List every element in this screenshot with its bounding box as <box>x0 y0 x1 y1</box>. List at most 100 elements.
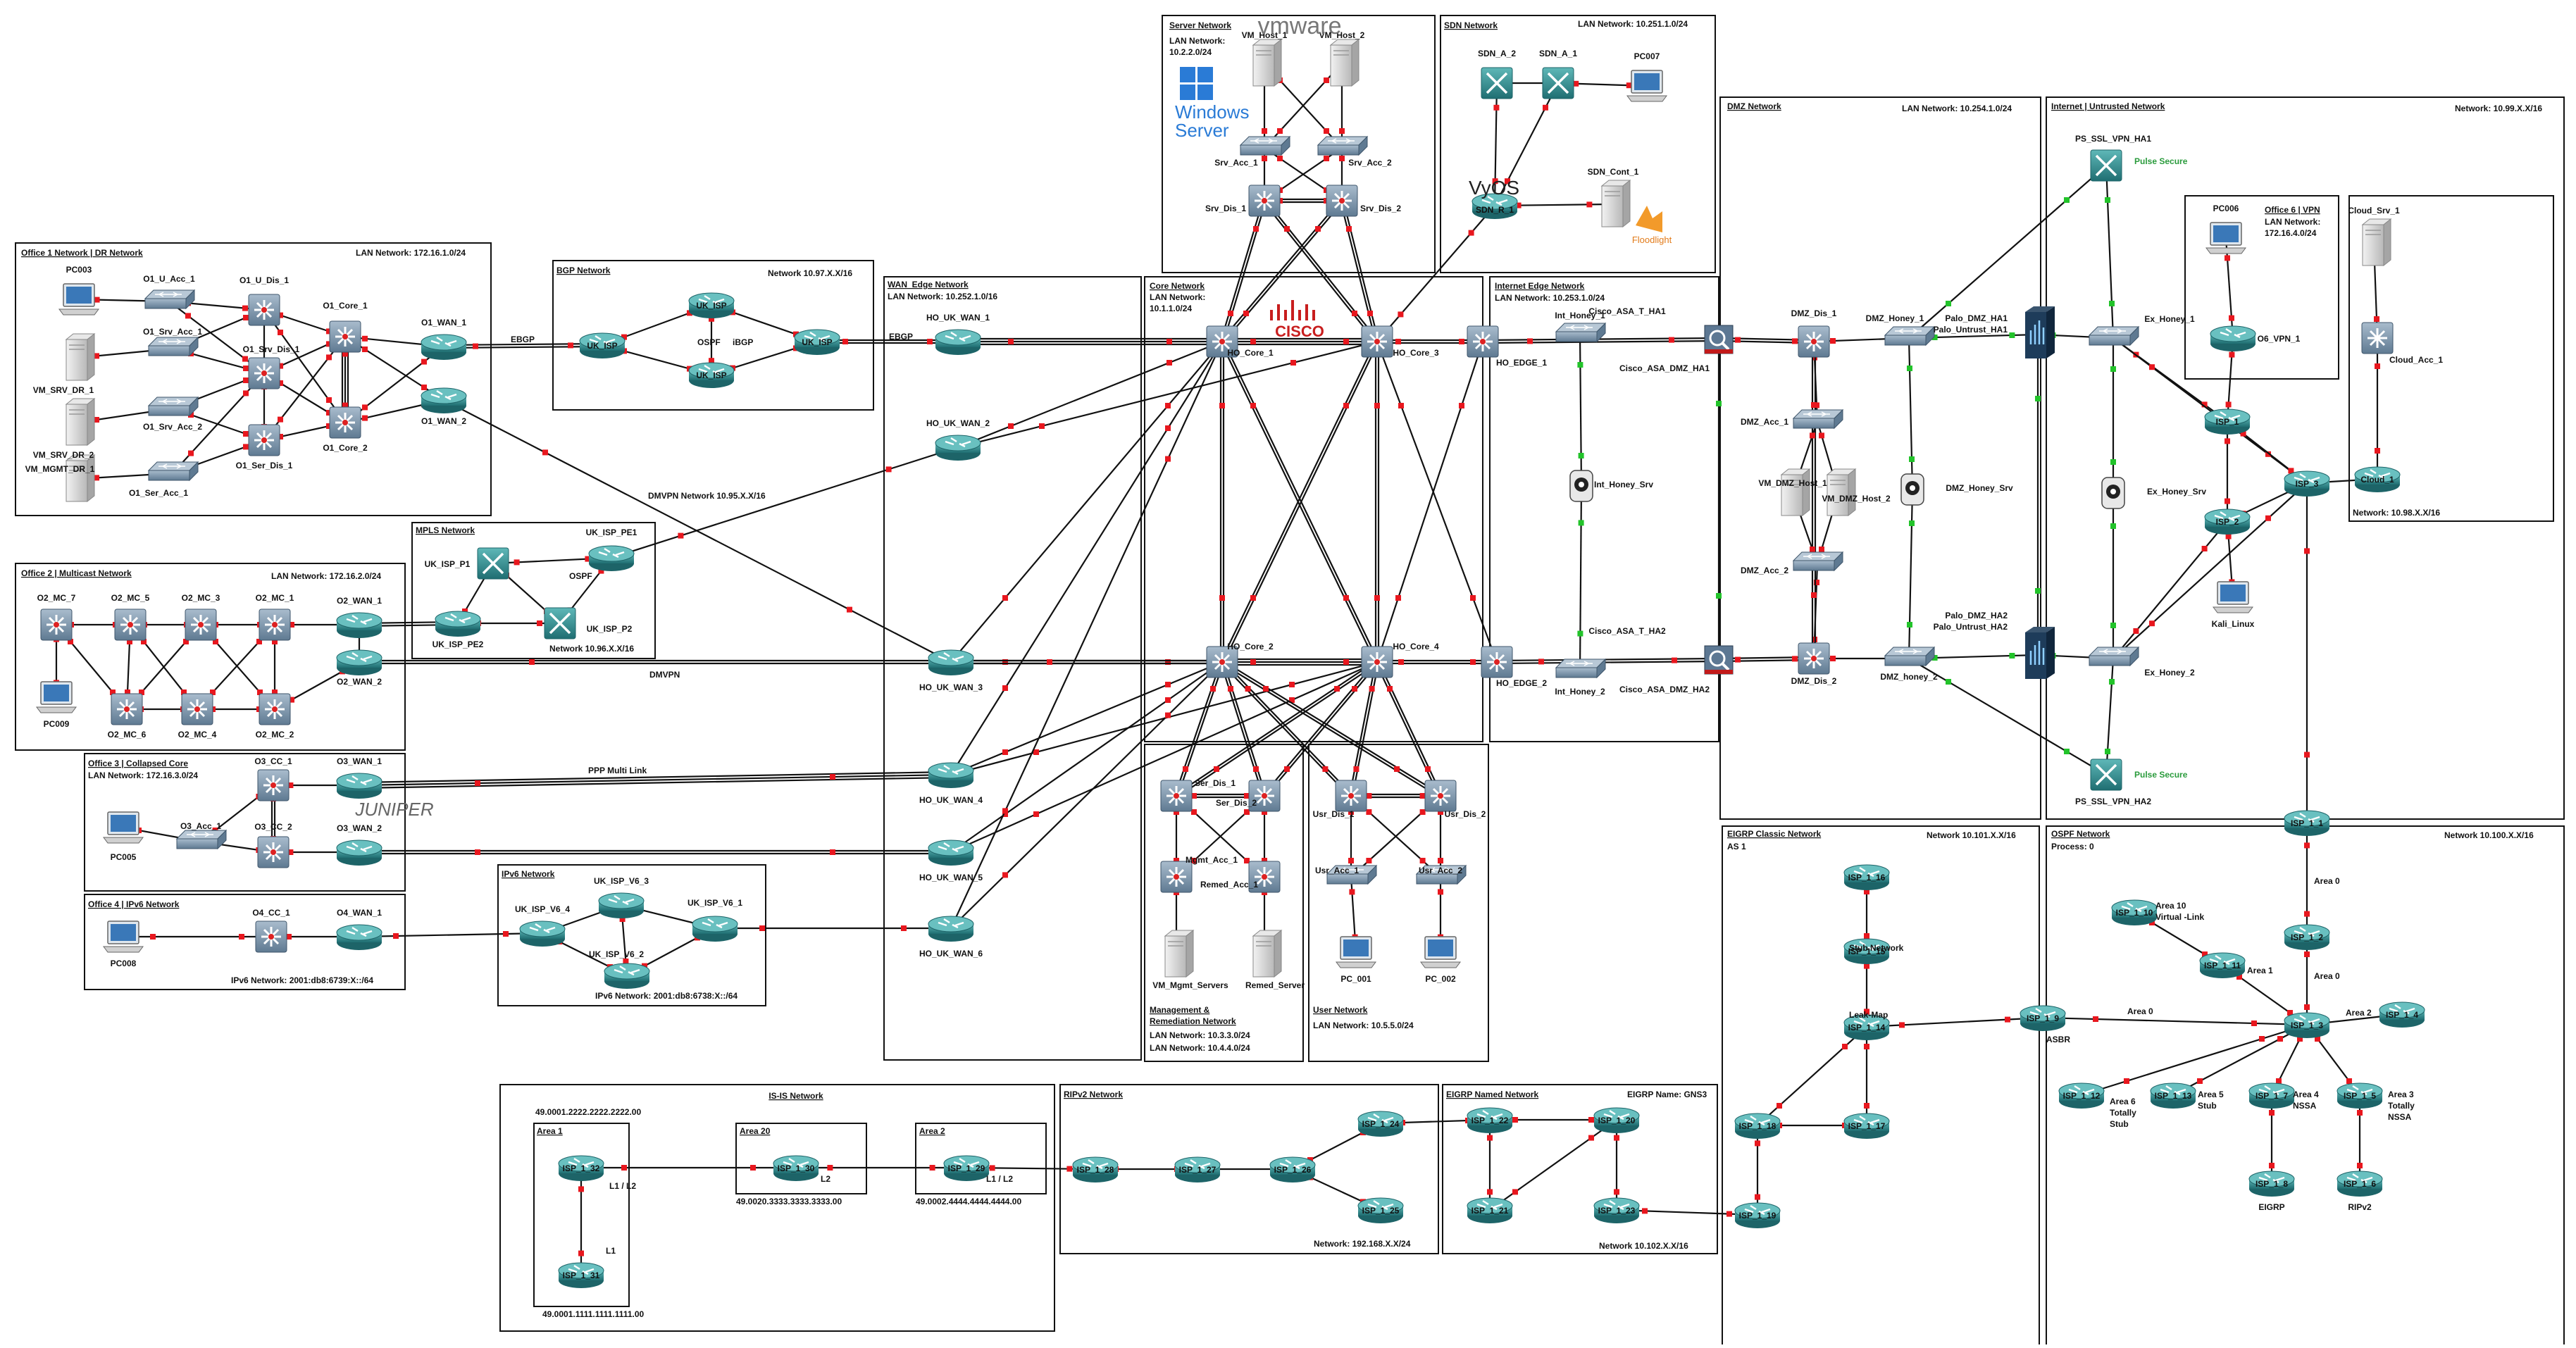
label-dmz-honey-1: DMZ_Honey_1 <box>1866 313 1924 323</box>
node-srv-dis-1[interactable] <box>1247 184 1281 218</box>
node-ho-uk-wan-3[interactable] <box>927 649 975 677</box>
node-dmz-honey-1[interactable] <box>1884 326 1935 346</box>
node-vm-host-2[interactable] <box>1330 39 1359 87</box>
node-ex-honey-1[interactable] <box>2089 326 2139 346</box>
node-palo-ha1[interactable] <box>2024 305 2056 360</box>
node-o1-core-2[interactable] <box>328 406 362 439</box>
node-ps-ssl-ha1[interactable] <box>2089 149 2123 182</box>
node-mgmt-acc-1[interactable] <box>1159 860 1193 894</box>
node-uk-isp-pe2[interactable] <box>434 610 482 638</box>
node-o1-wan-1[interactable] <box>420 333 468 361</box>
node-o1-wan-2[interactable] <box>420 387 468 415</box>
node-ho-core-4[interactable] <box>1360 645 1394 679</box>
node-uk-isp-p2[interactable] <box>543 606 577 640</box>
node-pc009[interactable] <box>36 681 77 713</box>
node-o2-mc-3[interactable] <box>184 608 218 642</box>
node-srv-dis-2[interactable] <box>1325 184 1359 218</box>
node-o2-wan-1[interactable] <box>335 611 383 639</box>
node-pc-002[interactable] <box>1420 936 1461 968</box>
link-ex-honey-2-isp-2 <box>2113 520 2228 659</box>
node-uk-isp-v6-3[interactable] <box>597 892 645 920</box>
node-ps-ssl-ha2[interactable] <box>2089 758 2123 792</box>
node-o1-u-acc-1[interactable] <box>144 289 195 309</box>
node-o1-srv-acc-1[interactable] <box>148 337 199 356</box>
node-ho-uk-wan-2[interactable] <box>934 434 982 462</box>
node-pc006[interactable] <box>2205 222 2246 254</box>
node-o2-mc-7[interactable] <box>39 608 73 642</box>
node-o1-u-dis-1[interactable] <box>247 293 281 327</box>
node-srv-acc-1[interactable] <box>1240 136 1290 156</box>
node-vm-mgmt-servers[interactable] <box>1164 930 1194 978</box>
node-dmz-honey-srv[interactable] <box>1900 473 1924 506</box>
node-dmz-dis-2[interactable] <box>1797 642 1831 675</box>
node-o3-wan-2[interactable] <box>335 839 383 867</box>
node-o3-wan-1[interactable] <box>335 772 383 800</box>
node-int-honey-2[interactable] <box>1555 659 1606 678</box>
node-o2-mc-2[interactable] <box>258 692 292 726</box>
node-o2-mc-6[interactable] <box>110 692 144 726</box>
node-remed-server[interactable] <box>1252 930 1282 978</box>
node-ser-dis-1[interactable] <box>1159 779 1193 813</box>
node-palo-ha2[interactable] <box>2024 625 2056 680</box>
node-uk-isp-p1[interactable] <box>476 547 510 580</box>
node-asa-ha1[interactable] <box>1703 324 1734 355</box>
node-ho-uk-wan-6[interactable] <box>927 915 975 943</box>
node-o2-mc-5[interactable] <box>113 608 147 642</box>
node-vm-srv-dr-1[interactable] <box>66 333 95 381</box>
node-asa-ha2[interactable] <box>1703 644 1734 675</box>
node-sdn-a-2[interactable] <box>1480 66 1514 100</box>
node-o1-srv-acc-2[interactable] <box>148 397 199 416</box>
node-pc-001[interactable] <box>1336 936 1376 968</box>
label: ASBR <box>2046 1035 2070 1044</box>
node-vm-host-1[interactable] <box>1252 39 1282 87</box>
node-ho-uk-wan-4[interactable] <box>927 761 975 790</box>
node-pc003[interactable] <box>58 283 99 316</box>
node-uk-isp-pe1[interactable] <box>587 544 635 573</box>
node-int-honey-1[interactable] <box>1555 323 1606 342</box>
node-pc007[interactable] <box>1626 70 1667 102</box>
port-marker <box>1864 1009 1869 1015</box>
node-vm-dmz-host-2[interactable] <box>1827 468 1856 516</box>
node-ho-edge-1[interactable] <box>1466 325 1500 358</box>
node-ho-uk-wan-1[interactable] <box>934 328 982 356</box>
node-o2-mc-4[interactable] <box>180 692 214 726</box>
node-vm-mgmt-dr-1[interactable] <box>66 454 95 502</box>
node-uk-isp-v6-1[interactable] <box>691 915 739 943</box>
node-dmz-acc-2[interactable] <box>1793 551 1843 571</box>
node-o3-cc-1[interactable] <box>256 768 290 802</box>
node-kali[interactable] <box>2213 581 2253 613</box>
node-dmz-acc-1[interactable] <box>1793 409 1843 429</box>
node-ho-core-3[interactable] <box>1360 325 1394 358</box>
node-o1-ser-dis-1[interactable] <box>247 423 281 457</box>
node-o3-acc-1[interactable] <box>176 830 227 849</box>
node-o3-cc-2[interactable] <box>256 835 290 869</box>
node-o6-vpn-1[interactable] <box>2209 325 2257 353</box>
node-cloud-srv-1[interactable] <box>2362 218 2391 266</box>
node-o4-cc-1[interactable] <box>254 920 288 954</box>
node-ex-honey-2[interactable] <box>2089 647 2139 666</box>
node-usr-dis-1[interactable] <box>1334 779 1368 813</box>
node-pc005[interactable] <box>103 811 144 844</box>
node-srv-acc-2[interactable] <box>1317 136 1368 156</box>
node-o1-srv-dis-1[interactable] <box>247 356 281 390</box>
node-ho-uk-wan-5[interactable] <box>927 839 975 867</box>
node-vm-dmz-host-1[interactable] <box>1781 468 1810 516</box>
node-vm-srv-dr-2[interactable] <box>66 398 95 446</box>
node-ho-edge-2[interactable] <box>1480 645 1514 679</box>
node-dmz-dis-1[interactable] <box>1797 325 1831 358</box>
node-sdn-a-1[interactable] <box>1541 66 1575 100</box>
node-usr-dis-2[interactable] <box>1424 779 1457 813</box>
node-sdn-cont-1[interactable] <box>1601 180 1631 227</box>
node-o2-wan-2[interactable] <box>335 649 383 677</box>
node-o4-wan-1[interactable] <box>335 923 383 951</box>
node-o2-mc-1[interactable] <box>258 608 292 642</box>
node-cloud-acc-1[interactable] <box>2361 322 2394 354</box>
node-uk-isp-v6-4[interactable] <box>518 920 566 948</box>
node-uk-isp-v6-2[interactable] <box>603 962 651 990</box>
node-int-honey-srv[interactable] <box>1569 470 1593 502</box>
node-o1-ser-acc-1[interactable] <box>148 461 199 481</box>
node-ex-honey-srv[interactable] <box>2101 477 2125 509</box>
node-o1-core-1[interactable] <box>328 320 362 354</box>
node-pc008[interactable] <box>103 920 144 953</box>
node-dmz-honey-2[interactable] <box>1884 647 1935 666</box>
